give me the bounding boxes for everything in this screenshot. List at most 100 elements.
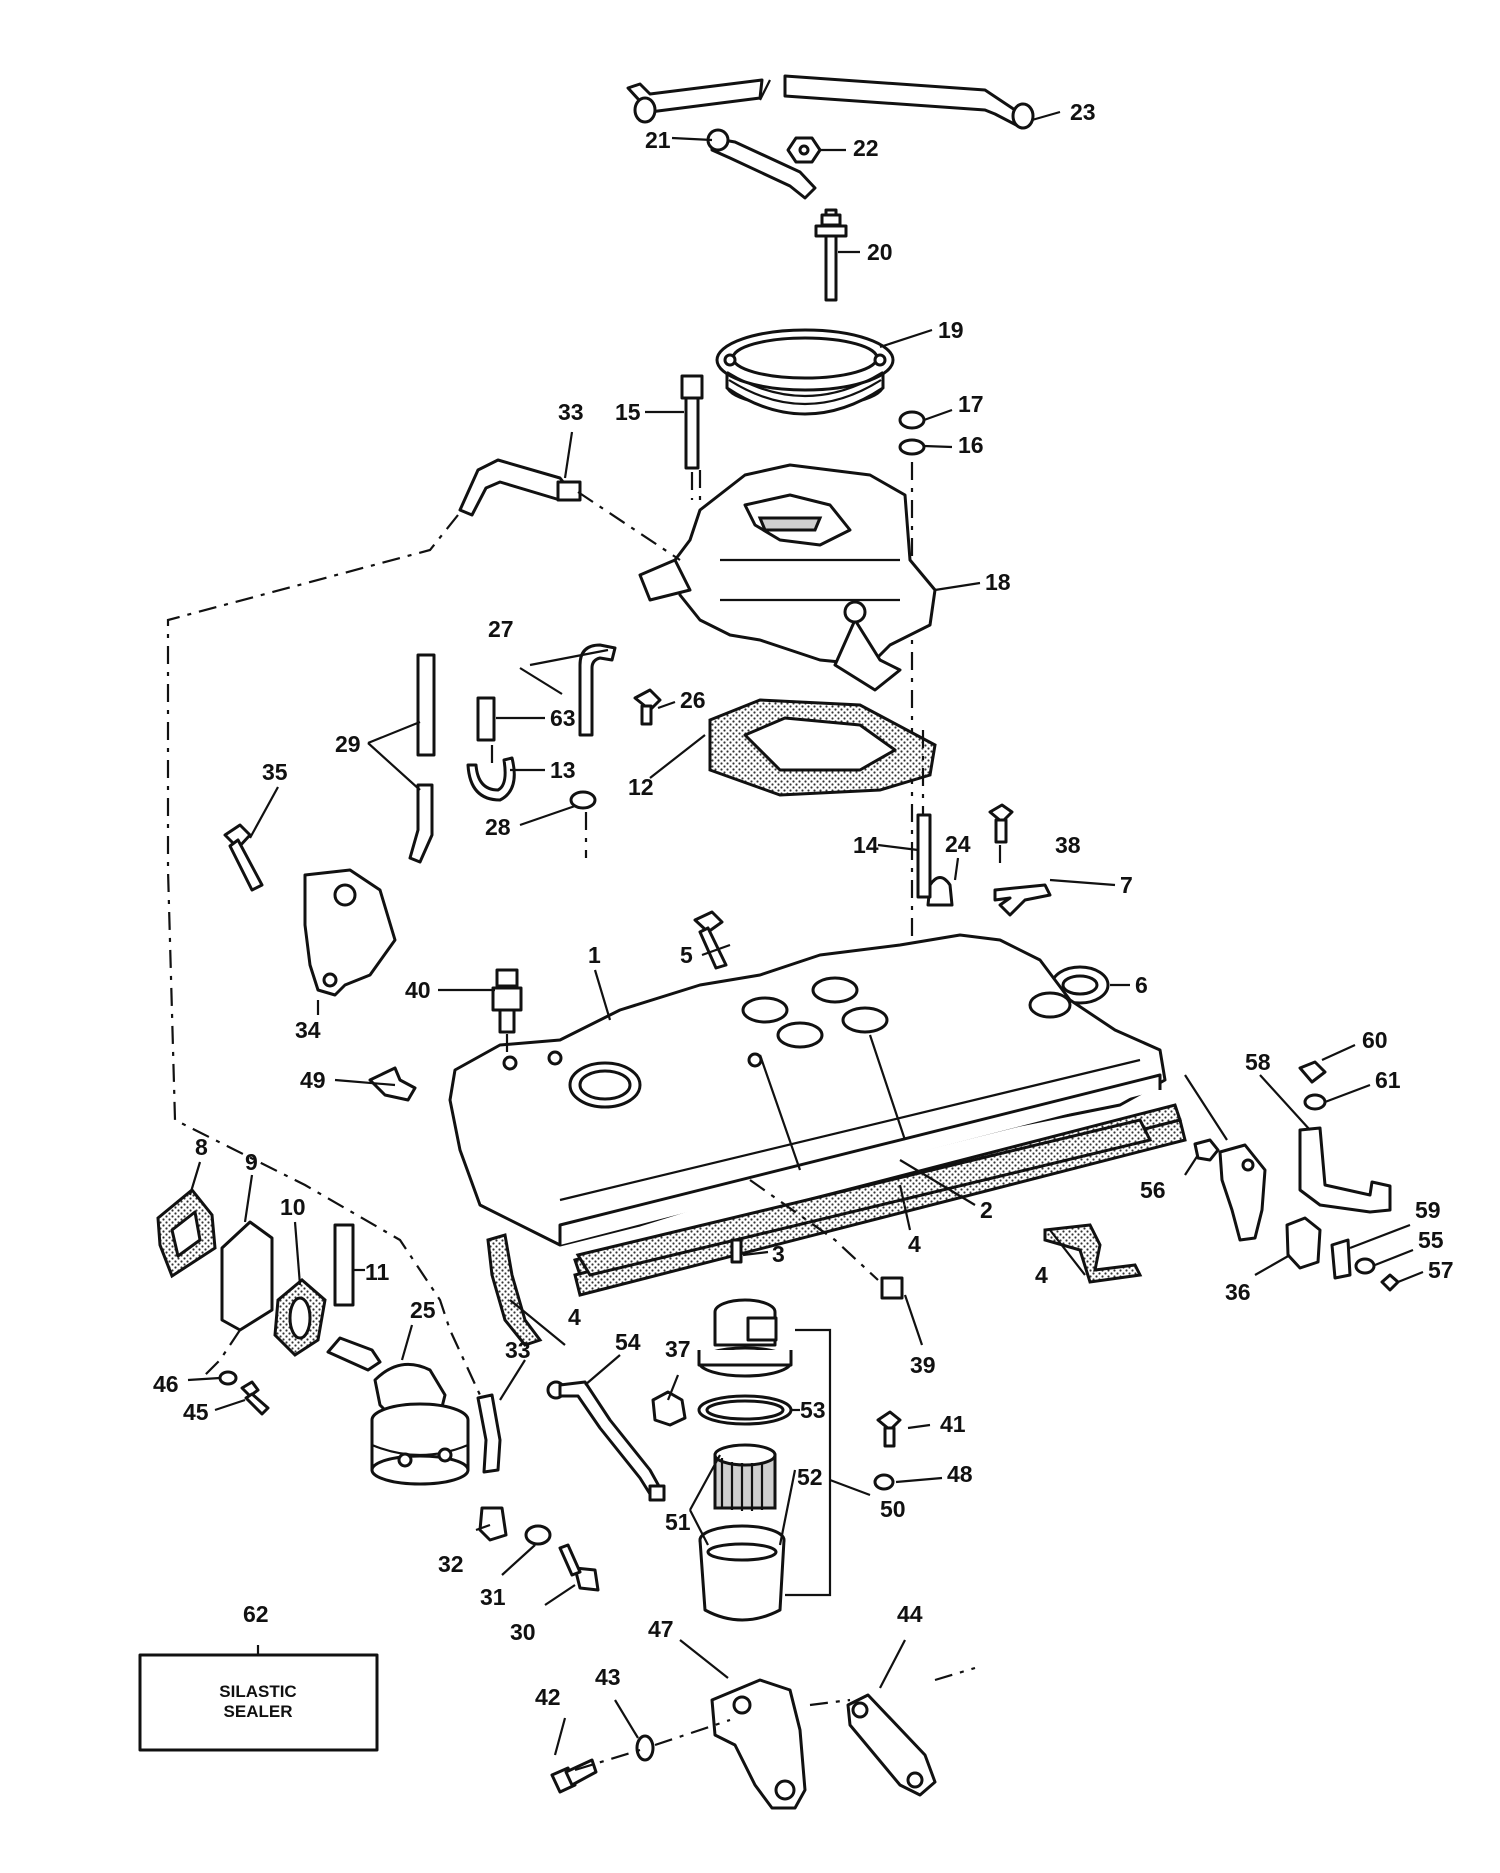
- washer-43: [635, 1734, 655, 1762]
- label-44: 44: [897, 1601, 923, 1627]
- label-46: 46: [153, 1371, 179, 1397]
- washer-16: [898, 438, 926, 456]
- washer-46: [218, 1370, 238, 1386]
- label-4-left: 4: [568, 1304, 581, 1330]
- label-7: 7: [1120, 872, 1133, 898]
- nut-48: [873, 1473, 895, 1491]
- label-19: 19: [938, 317, 964, 343]
- label-16: 16: [958, 432, 984, 458]
- plug-39: [880, 1276, 904, 1300]
- bracket-34: [303, 868, 397, 997]
- bolt-30: [558, 1543, 600, 1592]
- washer-31: [524, 1524, 552, 1546]
- fuel-line-33-upper: [458, 458, 582, 517]
- label-5: 5: [680, 942, 693, 968]
- label-15: 15: [615, 399, 641, 425]
- label-3: 3: [772, 1241, 785, 1267]
- fuel-line-54: [546, 1380, 666, 1502]
- clip-7: [993, 883, 1052, 917]
- hose-29-lower: [408, 783, 434, 864]
- leader-lines: [187, 79, 1424, 1756]
- label-22: 22: [853, 135, 879, 161]
- label-6: 6: [1135, 972, 1148, 998]
- bolt-35: [223, 823, 264, 892]
- nut-17: [898, 410, 926, 430]
- tube-21: [706, 128, 817, 200]
- label-9: 9: [245, 1149, 258, 1175]
- label-56: 56: [1140, 1177, 1166, 1203]
- washer-28: [569, 790, 597, 810]
- label-40: 40: [405, 977, 431, 1003]
- filter-head-50: [697, 1298, 793, 1378]
- carburetor-18: [638, 463, 937, 692]
- plug-24: [926, 876, 954, 907]
- sender-40: [491, 968, 523, 1034]
- label-23: 23: [1070, 99, 1096, 125]
- label-50: 50: [880, 1496, 906, 1522]
- label-17: 17: [958, 391, 984, 417]
- label-41: 41: [940, 1411, 966, 1437]
- label-62: 62: [243, 1601, 269, 1627]
- label-55: 55: [1418, 1227, 1444, 1253]
- label-11: 11: [365, 1259, 390, 1285]
- label-33-upper: 33: [558, 399, 584, 425]
- filter-element-52: [713, 1443, 777, 1511]
- clamp-13: [466, 756, 516, 802]
- silastic-sealer-line2: SEALER: [224, 1702, 293, 1721]
- label-47: 47: [648, 1616, 674, 1642]
- gasket-4-right: [1043, 1223, 1143, 1284]
- label-51: 51: [665, 1509, 691, 1535]
- label-52: 52: [797, 1464, 823, 1490]
- label-25: 25: [410, 1297, 436, 1323]
- bolt-57: [1380, 1273, 1400, 1292]
- label-29: 29: [335, 731, 361, 757]
- hose-27: [578, 643, 617, 737]
- label-63: 63: [550, 705, 576, 731]
- label-59: 59: [1415, 1197, 1441, 1223]
- label-54: 54: [615, 1329, 641, 1355]
- label-39: 39: [910, 1352, 936, 1378]
- stud-14: [916, 813, 932, 899]
- label-42: 42: [535, 1684, 561, 1710]
- label-31: 31: [480, 1584, 506, 1610]
- bolt-38: [988, 803, 1014, 844]
- gasket-8: [156, 1187, 217, 1279]
- label-4-right: 4: [1035, 1262, 1048, 1288]
- fitting-32: [478, 1506, 508, 1542]
- label-57: 57: [1428, 1257, 1454, 1283]
- intake-manifold-1: [448, 933, 1167, 1247]
- filter-bowl-51: [698, 1524, 786, 1622]
- fuel-line-33-lower: [476, 1393, 502, 1474]
- fuel-pump-25: [326, 1336, 470, 1486]
- hose-23: [626, 74, 1035, 130]
- bracket-47: [710, 1678, 807, 1810]
- gasket-10: [273, 1278, 327, 1357]
- gasket-4-main: [575, 1118, 1153, 1277]
- tube-63: [476, 696, 496, 742]
- nut-56: [1193, 1138, 1220, 1162]
- nut-22: [786, 136, 822, 164]
- label-8: 8: [195, 1134, 208, 1160]
- seal-53: [697, 1394, 793, 1426]
- bracket-58: [1218, 1126, 1392, 1242]
- strap-44: [846, 1693, 937, 1797]
- label-34: 34: [295, 1017, 321, 1043]
- bolt-15: [680, 374, 704, 470]
- label-2: 2: [980, 1197, 993, 1223]
- label-26: 26: [680, 687, 706, 713]
- label-20: 20: [867, 239, 893, 265]
- carb-gasket-12: [708, 698, 937, 797]
- screw-41: [876, 1410, 902, 1448]
- label-45: 45: [183, 1399, 209, 1425]
- gasket-4-left: [486, 1233, 543, 1347]
- label-58: 58: [1245, 1049, 1271, 1075]
- plate-59: [1330, 1238, 1352, 1280]
- clamp-36: [1285, 1216, 1322, 1270]
- label-1: 1: [588, 942, 601, 968]
- label-30: 30: [510, 1619, 536, 1645]
- bolt-60: [1298, 1060, 1327, 1084]
- label-53: 53: [800, 1397, 826, 1423]
- label-61: 61: [1375, 1067, 1401, 1093]
- label-10: 10: [280, 1194, 306, 1220]
- screw-26: [633, 688, 662, 726]
